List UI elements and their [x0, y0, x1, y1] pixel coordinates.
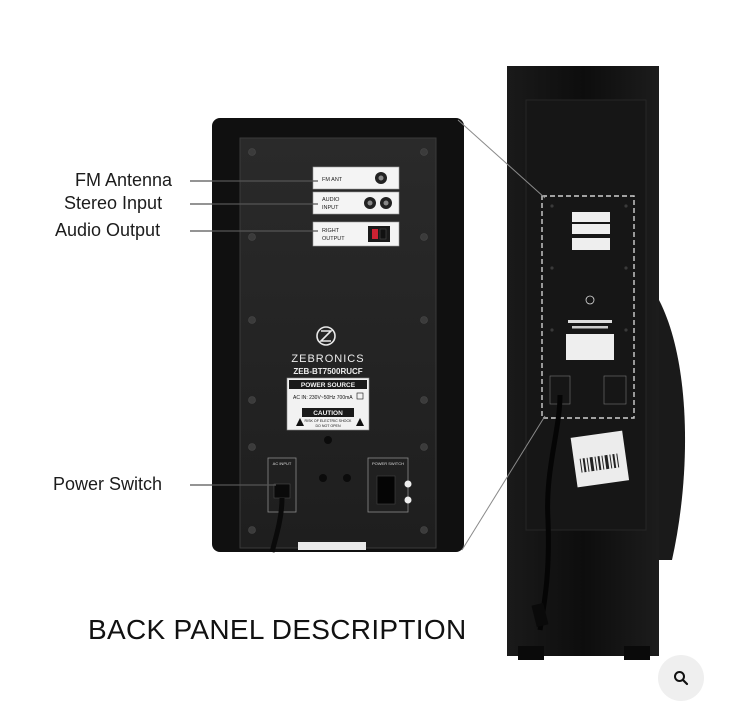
brand-logo — [316, 326, 336, 346]
fm-antenna-plate — [312, 166, 400, 190]
tower-power-cord — [537, 394, 563, 631]
fm-antenna-label: FM ANT — [322, 177, 343, 183]
panel-screws — [248, 148, 428, 534]
zoomed-panel-plate — [239, 137, 437, 549]
callout-lines — [190, 180, 318, 486]
zoom-connector-lines — [457, 119, 546, 551]
ac-input-label: AC INPUT — [273, 461, 292, 466]
audio-input-label: AUDIO — [322, 197, 340, 203]
callout-audio-output: Audio Output — [55, 220, 161, 240]
diagram-title: BACK PANEL DESCRIPTION — [88, 614, 467, 645]
terminal-black — [379, 228, 387, 240]
power-switch: POWER SWITCH — [367, 457, 412, 513]
power-switch-label: POWER SWITCH — [372, 461, 404, 466]
brand-name: ZEBRONICS — [291, 353, 364, 365]
callout-power-switch: Power Switch — [53, 474, 163, 494]
tower-foot-left — [518, 646, 544, 660]
audio-input-label-2: INPUT — [322, 205, 339, 211]
panel-holes — [319, 436, 351, 482]
mini-fm-plate — [572, 212, 610, 222]
mini-power-switch — [603, 375, 627, 405]
bottom-tab — [298, 542, 366, 550]
stereo-input-plate — [312, 191, 400, 215]
callout-stereo-input: Stereo Input — [64, 193, 163, 213]
mini-rating-label — [566, 334, 614, 360]
model-number: ZEB-BT7500RUCF — [293, 367, 362, 376]
caution-heading: CAUTION — [313, 410, 343, 417]
zoomed-back-panel: FM ANT AUDIO INPUT RIGHT OUTPUT — [212, 118, 464, 553]
warning-triangle-left-icon — [296, 418, 304, 426]
zoom-button[interactable] — [658, 655, 704, 701]
caution-line-2: DO NOT OPEN — [315, 424, 340, 428]
barcode-sticker — [570, 430, 630, 488]
speaker-terminal — [368, 226, 390, 242]
mini-input-plate — [572, 224, 610, 234]
callout-fm-antenna: FM Antenna — [75, 170, 173, 190]
connector-block: FM ANT AUDIO INPUT RIGHT OUTPUT — [312, 166, 400, 247]
magnifier-icon — [674, 671, 689, 686]
ac-rating-text: AC IN: 230V~50Hz 700mA — [293, 395, 353, 401]
mini-output-plate — [572, 238, 610, 250]
highlight-box — [541, 195, 635, 419]
tower-foot-right — [624, 646, 650, 660]
power-source-heading: POWER SOURCE — [301, 382, 356, 389]
terminal-red — [372, 229, 378, 239]
right-output-label-2: OUTPUT — [322, 236, 345, 242]
mini-logo — [585, 295, 595, 305]
right-output-label: RIGHT — [322, 228, 340, 234]
caution-line-1: RISK OF ELECTRIC SHOCK — [305, 419, 353, 423]
cord-plug — [531, 602, 549, 628]
rating-label: POWER SOURCE AC IN: 230V~50Hz 700mA CAUT… — [286, 377, 370, 431]
tower-side — [659, 300, 686, 560]
tower-speaker — [507, 66, 686, 660]
warning-triangle-right-icon — [356, 418, 364, 426]
power-cord — [269, 497, 285, 553]
